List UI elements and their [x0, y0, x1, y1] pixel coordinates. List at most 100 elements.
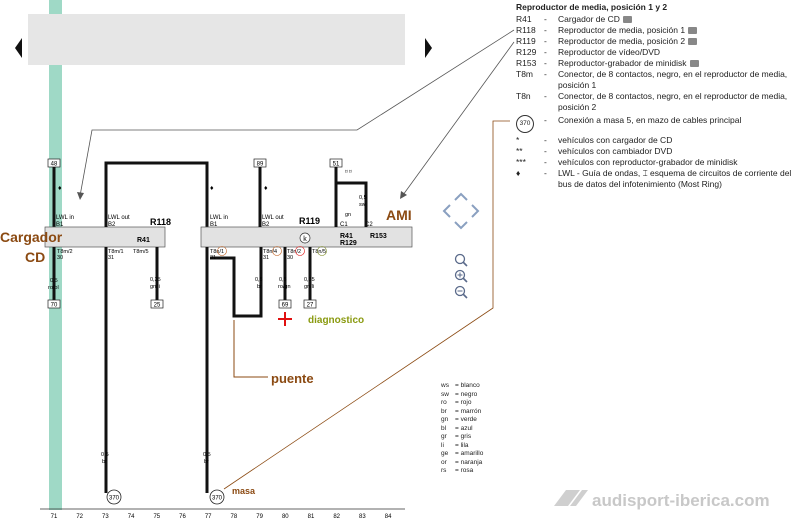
connector-label-48-text: 48 — [51, 162, 58, 168]
camera-icon[interactable] — [688, 38, 698, 46]
component-r41-label: R41 — [137, 237, 150, 244]
axis-number: 78 — [231, 514, 238, 520]
right-c2: C2 — [365, 222, 373, 228]
legend-item: *-vehículos con cargador de CD — [516, 135, 800, 146]
legend-item-code: * — [516, 135, 520, 145]
camera-icon[interactable] — [689, 60, 699, 68]
legend-dash: - — [544, 91, 547, 101]
camera-icon[interactable] — [688, 27, 698, 35]
left-wire-color: ro/bl — [48, 285, 59, 291]
abbreviation-value: = naranja — [455, 458, 483, 466]
t8n2-label: T8n/2 — [287, 249, 301, 255]
abbreviation-row: gn = verde — [441, 416, 483, 425]
right-lwlout: LWL out — [262, 215, 284, 221]
abbreviation-row: ge = amarillo — [441, 450, 483, 459]
t8n4-pin: 31 — [263, 255, 269, 261]
t8m5-label: T8m/5 — [133, 249, 149, 255]
annotation-puente: puente — [271, 371, 314, 386]
abbreviation-row: ro= rojo — [441, 399, 483, 408]
abbreviation-value: = rojo — [455, 399, 472, 406]
legend-panel: Reproductor de media, posición 1 y 2 R41… — [516, 2, 800, 190]
zoom-out-icon[interactable] — [454, 285, 468, 299]
abbreviation-value: = amarillo — [455, 450, 484, 457]
abbreviation-key: gn — [441, 416, 449, 423]
pan-up-icon[interactable] — [454, 192, 468, 201]
legend-item-desc: Reproductor de vídeo/DVD — [558, 47, 800, 58]
abbreviation-key: bl — [441, 424, 447, 432]
legend-dash: - — [544, 58, 547, 68]
t8n2-marker — [295, 246, 305, 256]
abbreviation-key: li — [441, 441, 444, 449]
legend-item-text: vehículos con cargador de CD — [558, 135, 673, 145]
abbreviation-row: sw= negro — [441, 391, 483, 400]
abbreviation-key: ge — [441, 450, 449, 457]
abbreviation-row: gr= gris — [441, 433, 483, 442]
pan-left-icon[interactable] — [442, 204, 451, 218]
legend-item-code: R118 — [516, 25, 536, 35]
legend-item: T8m-Conector, de 8 contactos, negro, en … — [516, 69, 800, 91]
legend-item-desc: Reproductor de media, posición 2 — [558, 36, 800, 47]
most-ring-wire — [104, 161, 209, 227]
legend-item-code: R129 — [516, 47, 537, 57]
legend-item-code: ♦ — [516, 168, 521, 178]
legend-item: ♦-LWL - Guía de ondas, ⌶ esquema de circ… — [516, 168, 800, 190]
ground-370-1-text: 370 — [109, 496, 120, 502]
abbreviation-value: = lila — [455, 441, 469, 449]
legend-dash: - — [544, 168, 547, 178]
gn-color: gn — [345, 212, 351, 218]
abbreviation-value: = blanco — [455, 382, 480, 389]
abbreviation-key: ws — [441, 382, 449, 389]
axis-number: 71 — [51, 514, 58, 520]
connector-label-69 — [278, 299, 292, 309]
wire-c2 — [336, 181, 368, 227]
legend-item-text: Reproductor de vídeo/DVD — [558, 47, 661, 57]
legend-dash: - — [544, 69, 547, 79]
abbreviation-row: or= naranja — [441, 459, 483, 468]
prev-page-arrow-icon[interactable] — [15, 38, 22, 58]
watermark-logo — [554, 490, 588, 506]
callout-arrow-right — [400, 191, 407, 199]
pan-down-icon[interactable] — [454, 221, 468, 230]
connector-label-69-text: 69 — [282, 303, 289, 309]
legend-item-text: Conector, de 8 contactos, negro, en el r… — [558, 91, 788, 112]
legend-item-code: ** — [516, 146, 523, 156]
abbreviation-key: gr — [441, 433, 447, 440]
legend-item: R41-Cargador de CD — [516, 14, 800, 25]
legend-item-code: R41 — [516, 14, 532, 24]
masa-size-2: 0,5 — [203, 452, 211, 458]
component-r153-label: R153 — [370, 233, 387, 240]
connector-label-27-text: 27 — [307, 303, 314, 309]
legend-item: R129-Reproductor de vídeo/DVD — [516, 47, 800, 58]
legend-item-text: Cargador de CD — [558, 14, 620, 24]
pan-control[interactable] — [442, 192, 480, 230]
next-page-arrow-icon[interactable] — [425, 38, 432, 58]
legend-item-code: 370 — [516, 115, 544, 133]
camera-icon[interactable] — [622, 16, 632, 24]
optical-mark: ♦ — [58, 185, 62, 192]
legend-item-text: vehículos con cambiador DVD — [558, 146, 673, 156]
component-r118-label: R118 — [150, 217, 171, 227]
legend-item-desc: Conector, de 8 contactos, negro, en el r… — [558, 69, 800, 91]
legend-item-text: vehículos con reproductor-grabador de mi… — [558, 157, 738, 167]
zoom-in-icon[interactable] — [454, 269, 468, 283]
legend-item-text: Reproductor de media, posición 1 — [558, 25, 686, 35]
br-color-1: br — [257, 284, 262, 290]
right-b2: B2 — [262, 222, 270, 228]
abbreviation-value: = azul — [455, 424, 473, 432]
legend-item-code: T8n — [516, 91, 531, 101]
pan-right-icon[interactable] — [471, 204, 480, 218]
ground-370-2-text: 370 — [212, 496, 223, 502]
axis-number: 82 — [333, 514, 340, 520]
left-b1-lwlin: LWL in — [56, 215, 74, 221]
legend-item-desc: Reproductor de media, posición 1 — [558, 25, 800, 36]
annotation-cargador: Cargador — [0, 229, 63, 245]
t8n1-marker — [217, 246, 227, 256]
left-lwlout: LWL out — [108, 215, 130, 221]
legend-item: ***-vehículos con reproductor-grabador d… — [516, 157, 800, 168]
legend-item: R118-Reproductor de media, posición 1 — [516, 25, 800, 36]
zoom-reset-icon[interactable] — [454, 253, 468, 267]
top-panel — [28, 14, 405, 65]
t8m1-pin: 31 — [108, 255, 114, 261]
abbreviation-value: = verde — [455, 416, 477, 423]
